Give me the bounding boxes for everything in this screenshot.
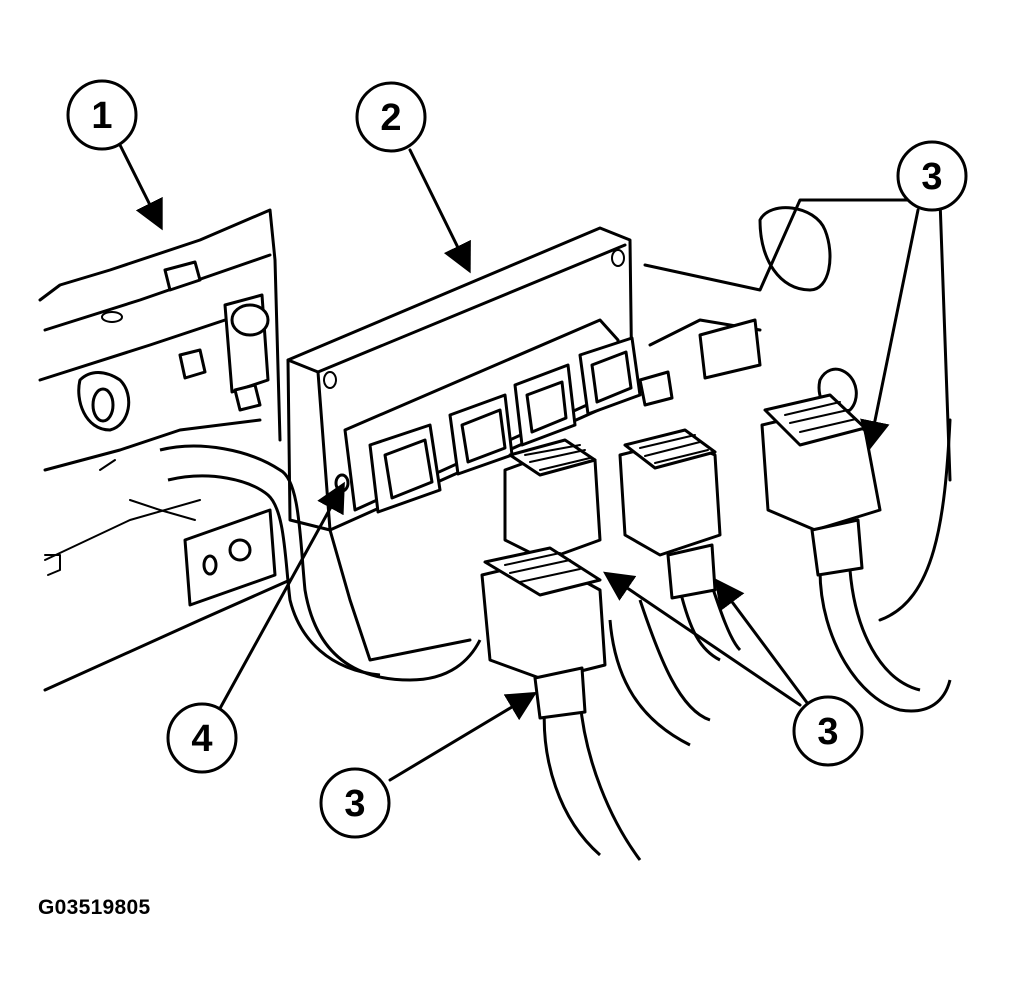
- leader-arrows: [118, 143, 920, 782]
- callout-3-bottom-left: 3: [319, 767, 391, 839]
- wiring-harness: [159, 444, 952, 861]
- body-panel: [643, 198, 952, 622]
- mounting-bracket: [38, 208, 292, 692]
- callout-3-label: 3: [344, 783, 365, 825]
- callout-3-label: 3: [817, 711, 838, 753]
- callout-2: 2: [355, 81, 427, 153]
- callout-4-label: 4: [191, 718, 212, 760]
- callout-3-bottom-right: 3: [792, 695, 864, 767]
- connector: [760, 393, 882, 577]
- connector: [503, 438, 602, 562]
- callout-1: 1: [66, 79, 138, 151]
- callout-3-top-right: 3: [896, 140, 968, 212]
- callout-4: 4: [166, 702, 238, 774]
- control-module: [286, 226, 674, 662]
- connector: [480, 546, 607, 720]
- figure-id: G03519805: [38, 896, 151, 919]
- callout-1-label: 1: [91, 95, 112, 137]
- connector: [618, 428, 722, 600]
- callout-3-label: 3: [921, 156, 942, 198]
- callout-2-label: 2: [380, 97, 401, 139]
